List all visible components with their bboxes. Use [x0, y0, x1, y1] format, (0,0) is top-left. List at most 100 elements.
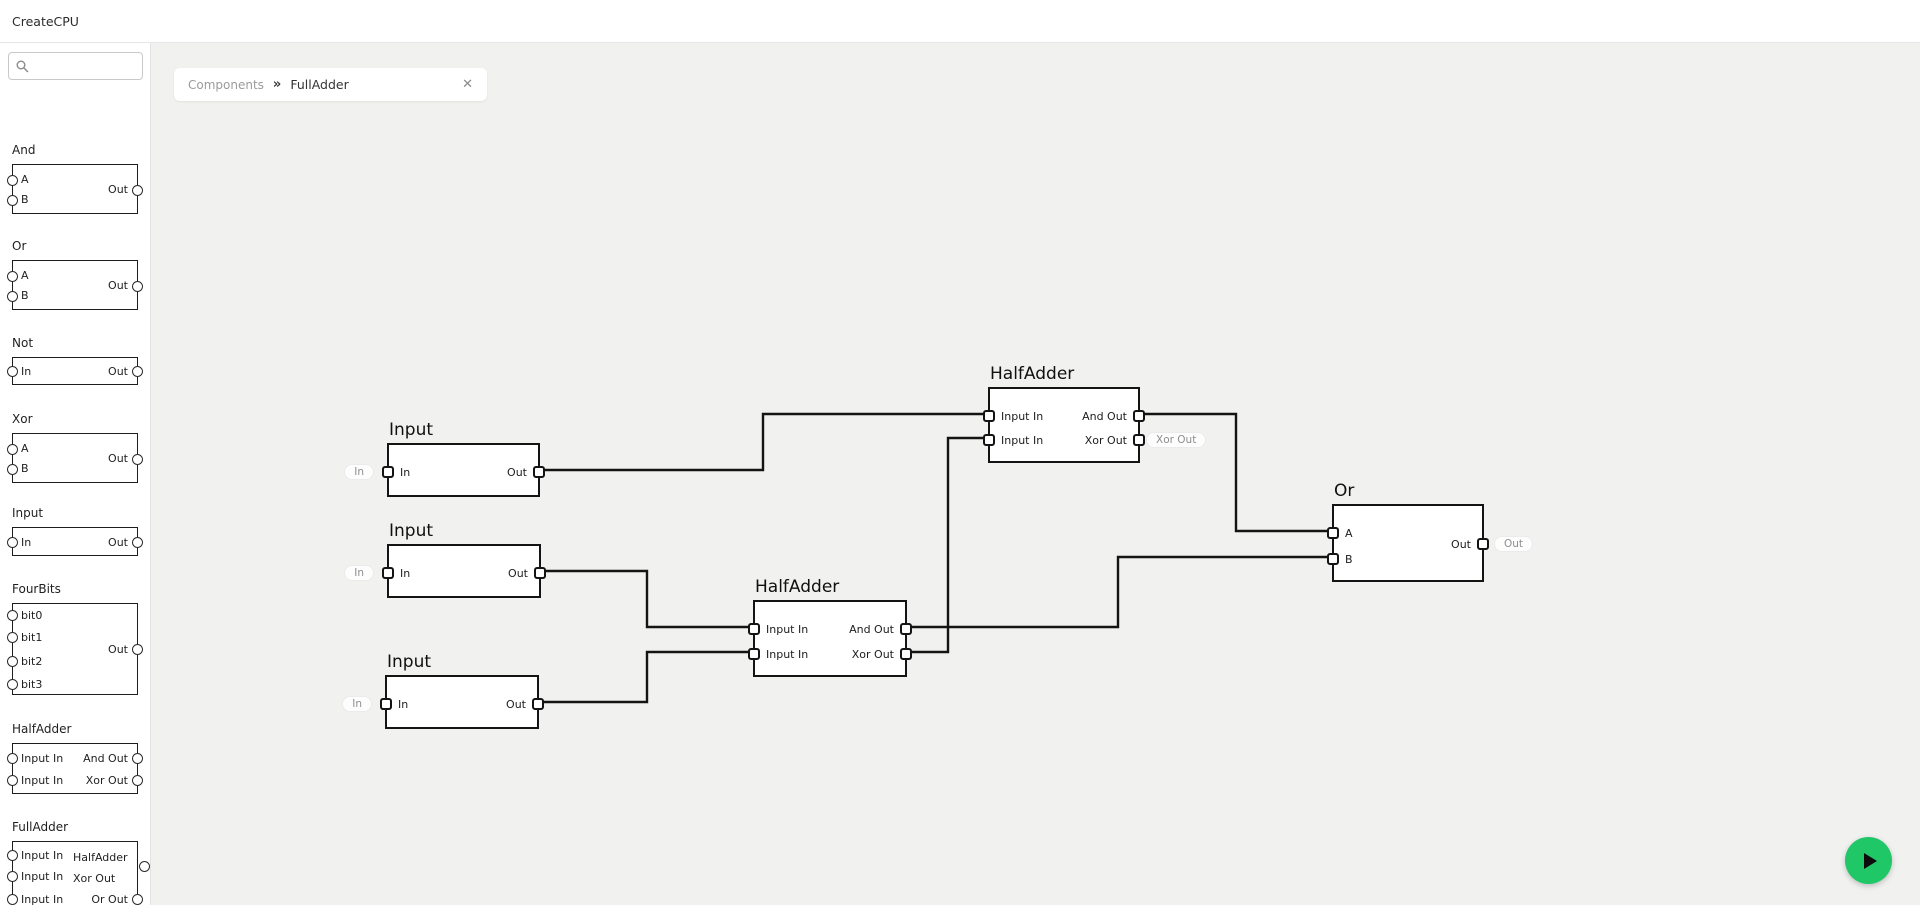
input-port[interactable]	[983, 410, 995, 422]
input-port	[7, 444, 18, 455]
node-input-2[interactable]: Input In In Out	[344, 521, 546, 598]
component-label: Input	[12, 506, 44, 520]
input-port	[7, 464, 18, 475]
port-label: Out	[108, 279, 128, 292]
node-title: HalfAdder	[990, 364, 1075, 384]
wire-input1-to-halfadder-top[interactable]	[540, 412, 988, 472]
sidebar-item-input[interactable]: Input In Out	[7, 506, 143, 556]
input-port[interactable]	[382, 466, 394, 478]
node-input-1[interactable]: Input In In Out	[344, 420, 545, 497]
wire-input2-to-halfadder-bottom[interactable]	[541, 569, 753, 629]
port-label: In	[398, 698, 409, 711]
port-label: Input In	[1001, 410, 1044, 423]
output-port	[132, 281, 143, 292]
input-port	[7, 679, 18, 690]
input-port	[7, 753, 18, 764]
output-port[interactable]	[1133, 434, 1145, 446]
port-label: Input In	[21, 849, 64, 862]
output-port	[132, 454, 143, 465]
port-label: Input In	[766, 623, 809, 636]
input-port	[7, 271, 18, 282]
output-port[interactable]	[533, 466, 545, 478]
close-icon[interactable]: ✕	[462, 77, 473, 92]
port-label: Out	[506, 698, 526, 711]
port-label: HalfAdder Xor Out	[73, 851, 128, 885]
wire-input3-to-halfadder-bottom[interactable]	[539, 650, 753, 704]
sidebar-item-or[interactable]: Or A B Out	[7, 239, 143, 310]
output-port[interactable]	[900, 623, 912, 635]
port-label: bit0	[21, 609, 43, 622]
input-port[interactable]	[380, 698, 392, 710]
port-label: A	[21, 442, 29, 455]
sidebar-item-and[interactable]: And A B Out	[7, 143, 143, 214]
component-preview: A B Out	[7, 260, 143, 310]
circuit-canvas[interactable]: Components » FullAdder ✕ Input In In Out…	[151, 43, 1920, 905]
sidebar-item-xor[interactable]: Xor A B Out	[7, 412, 143, 483]
output-port[interactable]	[1133, 410, 1145, 422]
input-port[interactable]	[1327, 527, 1339, 539]
port-label: Out	[108, 643, 128, 656]
output-port	[132, 537, 143, 548]
component-preview: A B Out	[7, 164, 143, 214]
port-label: Input In	[1001, 434, 1044, 447]
input-port[interactable]	[382, 567, 394, 579]
app-title: CreateCPU	[12, 14, 79, 29]
node-halfadder-top[interactable]: HalfAdder Input In Input In And Out Xor …	[983, 364, 1207, 463]
sidebar-item-halfadder[interactable]: HalfAdder Input In Input In And Out Xor …	[7, 722, 143, 794]
input-port	[7, 195, 18, 206]
input-port	[7, 894, 18, 905]
port-label: Xor Out	[1084, 434, 1127, 447]
port-label: In	[21, 365, 32, 378]
breadcrumb-root[interactable]: Components	[188, 77, 264, 92]
input-value-badge[interactable]: In	[344, 464, 374, 480]
output-port[interactable]	[532, 698, 544, 710]
port-label: B	[1345, 553, 1353, 566]
input-port[interactable]	[748, 648, 760, 660]
breadcrumb-current: FullAdder	[290, 77, 349, 92]
output-port[interactable]	[1477, 538, 1489, 550]
input-port	[7, 871, 18, 882]
input-port	[7, 366, 18, 377]
wire-halfadder-bottom-xor-to-halfadder-top[interactable]	[907, 436, 988, 654]
wire-halfadder-bottom-and-to-or-b[interactable]	[907, 555, 1332, 629]
port-label: Input In	[21, 870, 64, 883]
play-icon	[1863, 852, 1877, 869]
component-preview: In Out	[7, 527, 143, 556]
input-port[interactable]	[983, 434, 995, 446]
port-label: Out	[108, 365, 128, 378]
node-title: Input	[387, 652, 432, 672]
port-label: Out	[507, 466, 527, 479]
search-input[interactable]	[34, 59, 134, 73]
input-value-badge[interactable]: In	[342, 696, 372, 712]
output-port[interactable]	[534, 567, 546, 579]
node-halfadder-bottom[interactable]: HalfAdder Input In Input In And Out Xor …	[748, 577, 912, 677]
component-label: HalfAdder	[12, 722, 72, 736]
input-port	[7, 656, 18, 667]
search-icon	[16, 60, 29, 72]
component-label: FullAdder	[12, 820, 69, 834]
sidebar-item-not[interactable]: Not In Out	[7, 336, 143, 385]
input-port[interactable]	[1327, 553, 1339, 565]
output-port[interactable]	[900, 648, 912, 660]
port-label: Out	[108, 183, 128, 196]
output-port	[132, 644, 143, 655]
input-port	[7, 610, 18, 621]
input-value-badge[interactable]: In	[344, 565, 374, 581]
input-port[interactable]	[748, 623, 760, 635]
output-port	[132, 185, 143, 196]
component-preview: bit0 bit1 bit2 bit3 Out	[7, 603, 143, 695]
node-input-3[interactable]: Input In In Out	[342, 652, 544, 729]
component-label: Or	[12, 239, 27, 253]
output-port	[132, 775, 143, 786]
sidebar-item-fulladder[interactable]: FullAdder Input In Input In Input In Hal…	[7, 820, 150, 905]
input-port	[7, 775, 18, 786]
wire-halfadder-top-and-to-or-a[interactable]	[1140, 412, 1332, 533]
search-box[interactable]	[8, 52, 143, 80]
run-button[interactable]	[1845, 837, 1892, 884]
breadcrumb-separator-icon: »	[272, 77, 282, 92]
sidebar-item-fourbits[interactable]: FourBits bit0 bit1 bit2 bit3 Out	[7, 582, 143, 695]
editor-tab[interactable]: Components » FullAdder ✕	[174, 68, 487, 101]
node-title: Or	[1334, 481, 1355, 501]
node-or[interactable]: Or A B Out Out	[1327, 481, 1534, 582]
port-label: Xor Out	[85, 774, 128, 787]
